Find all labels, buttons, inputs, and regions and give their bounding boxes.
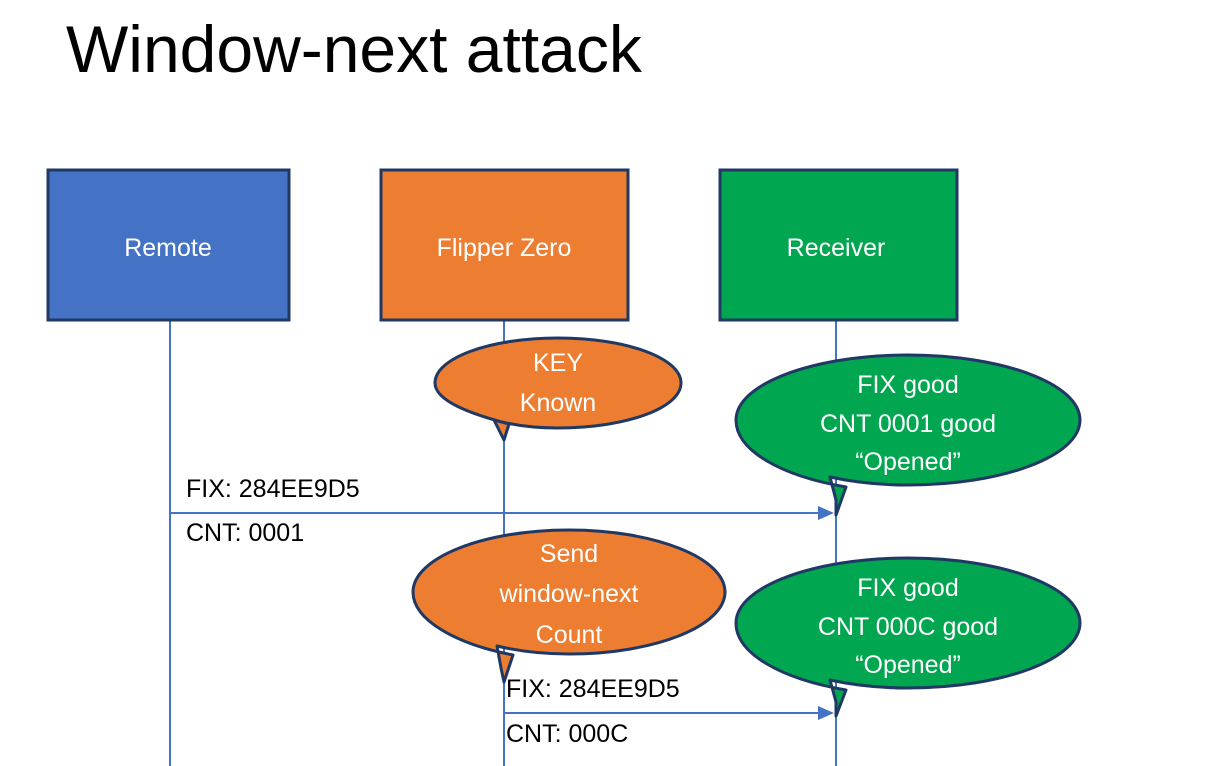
callout-line: FIX good (857, 574, 958, 602)
actor-label-flipper-zero: Flipper Zero (437, 234, 572, 262)
message-label-fix: FIX: 284EE9D5 (186, 475, 360, 503)
callout-receiver-ok-0001[interactable]: FIX good CNT 0001 good “Opened” (734, 353, 1082, 517)
callout-send-window-next[interactable]: Send window-next Count (411, 528, 727, 684)
message-label-cnt: CNT: 000C (506, 720, 628, 748)
actor-label-remote: Remote (124, 234, 212, 262)
actor-receiver[interactable]: Receiver (718, 168, 959, 322)
callout-shape-key-known[interactable] (433, 336, 683, 442)
messages: FIX: 284EE9D5 CNT: 0001 FIX: 284EE9D5 CN… (170, 475, 834, 748)
callout-receiver-ok-000c[interactable]: FIX good CNT 000C good “Opened” (734, 556, 1082, 718)
callout-line: KEY (533, 349, 583, 377)
callout-shape-receiver-ok-0001[interactable] (734, 353, 1082, 517)
message-label-fix: FIX: 284EE9D5 (506, 675, 680, 703)
callout-shape-send-window-next[interactable] (411, 528, 727, 684)
message-label-cnt: CNT: 0001 (186, 519, 304, 547)
actor-box-flipper-zero[interactable] (379, 168, 630, 322)
callout-line: CNT 0001 good (820, 410, 996, 438)
callout-line: “Opened” (855, 448, 961, 476)
callout-line: Count (536, 621, 603, 649)
message-remote-to-receiver: FIX: 284EE9D5 CNT: 0001 (170, 475, 834, 547)
callout-shape-receiver-ok-000c[interactable] (734, 556, 1082, 718)
actor-box-receiver[interactable] (718, 168, 959, 322)
actor-remote[interactable]: Remote (46, 168, 291, 322)
callout-line: FIX good (857, 371, 958, 399)
page-title: Window-next attack (66, 12, 643, 86)
actor-label-receiver: Receiver (787, 234, 886, 262)
message-flipper-to-receiver: FIX: 284EE9D5 CNT: 000C (504, 675, 834, 748)
callout-line: window-next (499, 580, 639, 608)
actor-flipper-zero[interactable]: Flipper Zero (379, 168, 630, 322)
actor-box-remote[interactable] (46, 168, 291, 322)
callout-line: Send (540, 540, 598, 568)
arrow-head-icon (818, 506, 834, 520)
callout-line: “Opened” (855, 651, 961, 679)
callout-key-known[interactable]: KEY Known (433, 336, 683, 442)
callout-line: CNT 000C good (818, 613, 998, 641)
arrow-head-icon (818, 706, 834, 720)
callout-line: Known (520, 389, 596, 417)
